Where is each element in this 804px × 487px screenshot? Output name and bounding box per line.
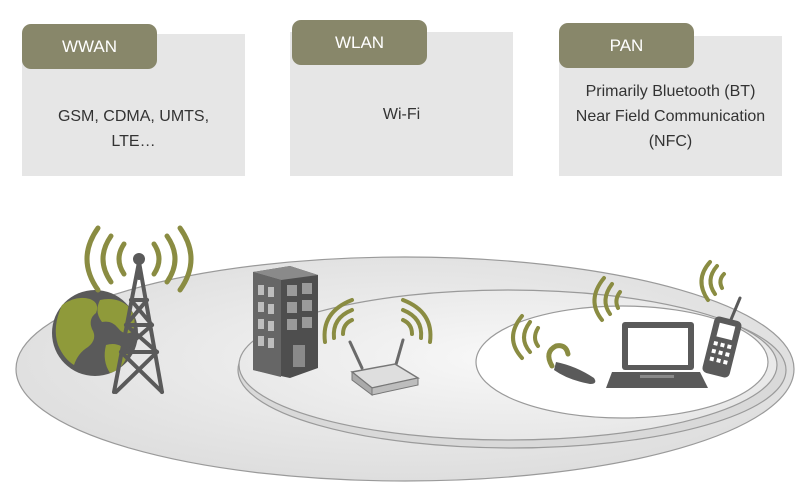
wwan-line-2: LTE…	[111, 133, 156, 150]
bluetooth-headset-icon	[546, 343, 596, 384]
laptop-signal-waves-icon	[592, 276, 622, 322]
router-signal-waves-icon	[322, 298, 433, 344]
pan-description: Primarily Bluetooth (BT) Near Field Comm…	[559, 79, 782, 154]
tower-antenna-tip	[133, 253, 145, 265]
headset-signal-waves-icon	[511, 314, 540, 360]
wwan-tab: WWAN	[22, 24, 157, 69]
wwan-description: GSM, CDMA, UMTS, LTE…	[22, 104, 245, 154]
pan-title: PAN	[609, 35, 644, 55]
wlan-line-1: Wi-Fi	[382, 106, 421, 123]
cell-tower-icon	[112, 260, 164, 394]
signal-waves-icon	[84, 225, 194, 293]
wifi-router-icon	[348, 338, 420, 396]
wlan-tab: WLAN	[292, 20, 427, 65]
wlan-title: WLAN	[334, 32, 385, 52]
wwan-line-1: GSM, CDMA, UMTS,	[57, 108, 210, 125]
globe-icon	[52, 290, 138, 376]
pan-line-1: Primarily Bluetooth (BT)	[585, 83, 756, 100]
pan-line-2: Near Field Communication	[575, 108, 766, 125]
phone-signal-waves-icon	[699, 260, 726, 302]
laptop-icon	[606, 322, 708, 388]
pan-line-3: (NFC)	[648, 133, 693, 150]
wlan-description: Wi-Fi	[290, 102, 513, 127]
pan-tab: PAN	[559, 23, 694, 68]
office-building-icon	[253, 266, 318, 378]
mobile-phone-icon	[702, 296, 742, 378]
wwan-title: WWAN	[61, 36, 118, 56]
